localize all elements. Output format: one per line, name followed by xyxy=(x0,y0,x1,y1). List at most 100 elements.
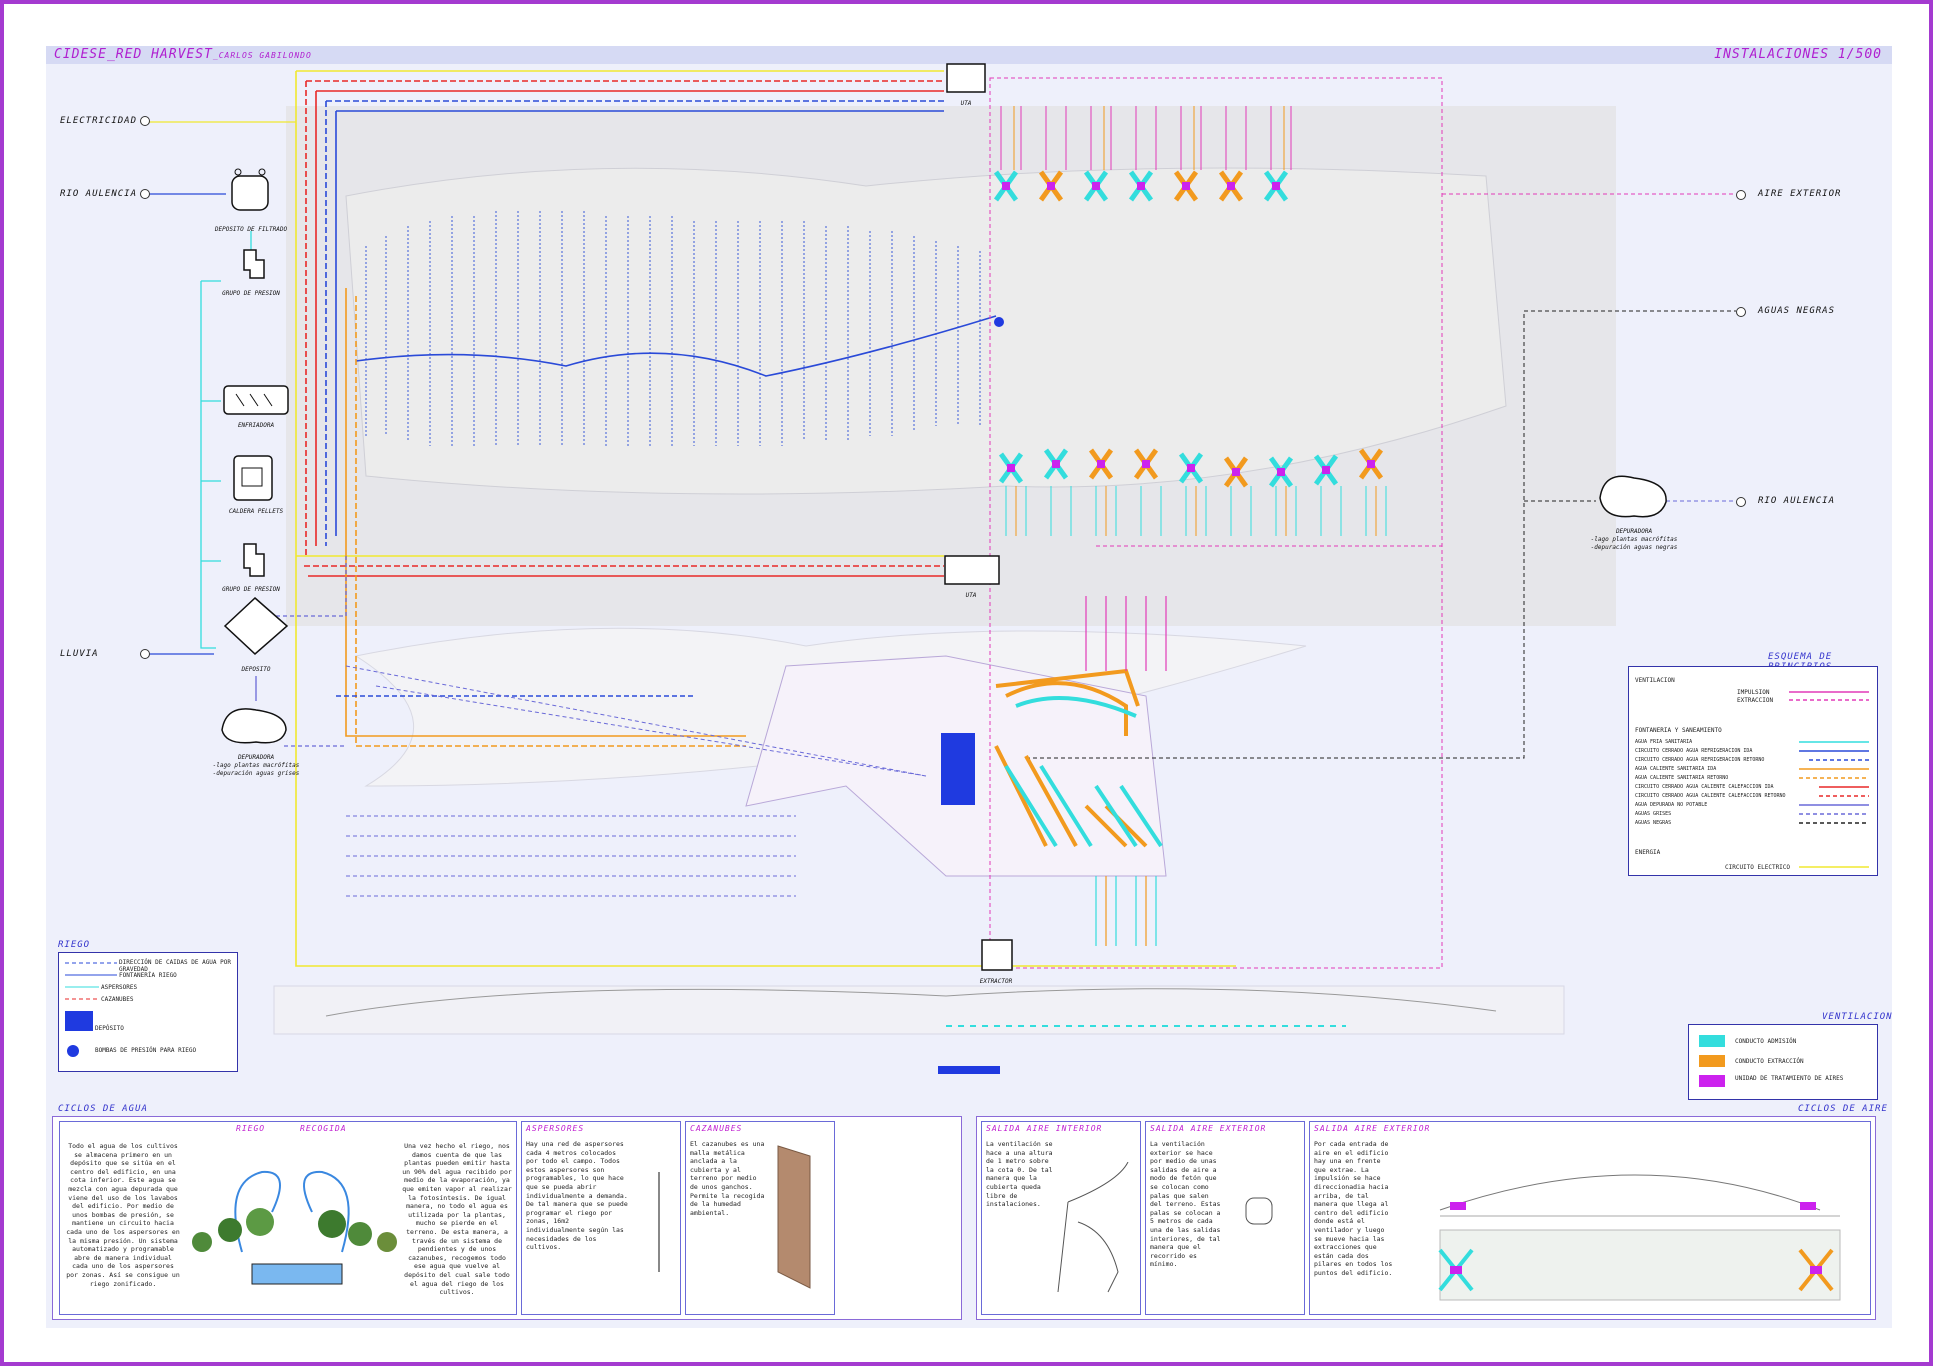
header-bar: CIDESE_RED HARVEST_CARLOS GABILONDO INST… xyxy=(46,46,1892,64)
rio-aulencia-sink-label: RIO AULENCIA xyxy=(1758,496,1836,506)
aire-exterior-text-2: Por cada entrada de aire en el edificio … xyxy=(1314,1140,1393,1277)
aire-interior-sketch xyxy=(1057,1162,1129,1293)
aire-section-sketch xyxy=(1438,1174,1841,1301)
lluvia-node xyxy=(140,649,150,659)
deposito-icon xyxy=(223,596,289,656)
riego-recogida-card: RIEGO RECOGIDA Todo el agua de los culti… xyxy=(59,1121,517,1315)
uta-top-icon xyxy=(946,63,986,93)
principios-row: AGUAS NEGRAS xyxy=(1635,820,1672,826)
enfriadora-caption: ENFRIADORA xyxy=(237,422,275,429)
section-tank xyxy=(938,1066,1000,1074)
principios-row: CIRCUITO CERRADO AGUA REFRIGERACION RETO… xyxy=(1635,757,1765,763)
cazanubes-text: El cazanubes es una malla metálica ancla… xyxy=(690,1140,765,1217)
upper-plan-shape xyxy=(345,167,1507,495)
principios-energia: ENERGIA xyxy=(1635,849,1661,856)
aspersores-text: Hay una red de aspersores cada 4 metros … xyxy=(526,1140,628,1252)
ventilation-risers-upper xyxy=(1000,106,1292,170)
riego-text: Todo el agua de los cultivos se almacena… xyxy=(66,1142,180,1288)
riego-r3: ASPERSORES xyxy=(101,984,138,991)
presion-caption-1: GRUPO DE PRESION xyxy=(222,290,280,297)
riego-illustration xyxy=(192,1170,397,1285)
principios-swatches xyxy=(1789,691,1869,868)
principios-row: AGUA CALIENTE SANITARIA RETORNO xyxy=(1635,775,1729,781)
depuradora-negras-line-2: -lago plantas macrófitas xyxy=(1590,536,1678,543)
riego-r5: DEPÓSITO xyxy=(95,1025,124,1032)
ciclos-aire-title: CICLOS DE AIRE xyxy=(1798,1104,1888,1114)
section-strip xyxy=(273,985,1565,1035)
principios-row: AGUA CALIENTE SANITARIA IDA xyxy=(1635,766,1717,772)
ventilation-nodes-upper xyxy=(993,170,1289,202)
riego-pump xyxy=(994,317,1004,327)
aire-interior-text: La ventilación se hace a una altura de 1… xyxy=(986,1140,1053,1209)
ventilacion-v2: CONDUCTO EXTRACCIÓN xyxy=(1735,1058,1804,1065)
riego-swatches xyxy=(65,962,117,1057)
electricidad-label: ELECTRICIDAD xyxy=(60,116,138,126)
sheet-title: INSTALACIONES 1/500 xyxy=(1714,47,1882,62)
depuradora-negras-icon xyxy=(1599,475,1667,518)
lluvia-label: LLUVIA xyxy=(60,649,99,659)
sprinkler-grid xyxy=(365,211,981,446)
depuradora-negras-caption: DEPURADORA-lago plantas macrófitas-depur… xyxy=(1584,528,1684,552)
rio-sink-node xyxy=(1736,497,1746,507)
ventilacion-swatches xyxy=(1699,1035,1725,1087)
principios-extraccion: EXTRACCION xyxy=(1737,697,1774,704)
central-tank xyxy=(941,733,975,805)
principios-ventilacion: VENTILACION xyxy=(1635,677,1675,684)
rio-source-node xyxy=(140,189,150,199)
riego-title: RIEGO xyxy=(58,940,91,950)
ventilation-risers-lower xyxy=(1005,486,1387,536)
aire-exterior-label: AIRE EXTERIOR xyxy=(1758,189,1842,199)
principios-row: CIRCUITO CERRADO AGUA REFRIGERACION IDA xyxy=(1635,748,1753,754)
aspersor-icon xyxy=(658,1172,660,1272)
aspersores-card: ASPERSORES Hay una red de aspersores cad… xyxy=(521,1121,681,1315)
caldera-caption: CALDERA PELLETS xyxy=(228,508,284,515)
uta-top-caption: UTA xyxy=(960,100,972,107)
depuradora-grises-line-3: -depuración aguas grises xyxy=(212,770,300,777)
cazanubes-title: CAZANUBES xyxy=(690,1124,743,1133)
ventilation-nodes-lower xyxy=(998,448,1384,488)
aire-exterior-title-2: SALIDA AIRE EXTERIOR xyxy=(1314,1124,1431,1133)
principios-row: AGUA FRIA SANITARIA xyxy=(1635,739,1693,745)
principios-row: CIRCUITO CERRADO AGUA CALIENTE CALEFACCI… xyxy=(1635,784,1774,790)
presion-pump-icon-1 xyxy=(243,249,265,279)
ventilacion-title: VENTILACION xyxy=(1822,1012,1893,1022)
aire-exterior-text-1: La ventilación exterior se hace por medi… xyxy=(1150,1140,1221,1269)
aire-exterior-card-2: SALIDA AIRE EXTERIOR Por cada entrada de… xyxy=(1309,1121,1871,1315)
ciclos-agua-panel: RIEGO RECOGIDA Todo el agua de los culti… xyxy=(52,1116,962,1320)
depuradora-grises-line-2: -lago plantas macrófitas xyxy=(212,762,300,769)
section-profile xyxy=(325,988,1497,1017)
riego-r1: DIRECCIÓN DE CAIDAS DE AGUA POR GRAVEDAD xyxy=(119,959,231,973)
recogida-card-title: RECOGIDA xyxy=(300,1124,347,1133)
principios-impulsion: IMPULSION xyxy=(1737,689,1770,696)
sheet-inner: CIDESE_RED HARVEST_CARLOS GABILONDO INST… xyxy=(46,46,1892,1328)
depuradora-grises-caption: DEPURADORA-lago plantas macrófitas-depur… xyxy=(206,754,306,778)
riego-r6: BOMBAS DE PRESIÓN PARA RIEGO xyxy=(95,1047,197,1054)
aguas-negras-node xyxy=(1736,307,1746,317)
filtrado-caption: DEPOSITO DE FILTRADO xyxy=(214,226,288,233)
principios-row: AGUAS GRISES xyxy=(1635,811,1672,817)
enfriadora-icon xyxy=(223,385,289,415)
riego-main-pipe xyxy=(355,315,997,377)
extraction-frame xyxy=(989,77,1443,969)
principios-row: AGUA DEPURADA NO POTABLE xyxy=(1635,802,1708,808)
uta-mid-caption: UTA xyxy=(965,592,977,599)
lower-risers xyxy=(1085,596,1167,946)
uta-mid-icon xyxy=(944,555,1000,585)
depuradora-grises-line-1: DEPURADORA xyxy=(237,754,275,761)
aspersores-title: ASPERSORES xyxy=(526,1124,585,1133)
cazanubes-card: CAZANUBES El cazanubes es una malla metá… xyxy=(685,1121,835,1315)
aire-exterior-title-1: SALIDA AIRE EXTERIOR xyxy=(1150,1124,1267,1133)
ventilacion-v3: UNIDAD DE TRATAMIENTO DE AIRES xyxy=(1735,1075,1844,1082)
rio-aulencia-source-label: RIO AULENCIA xyxy=(60,189,138,199)
aguas-negras-label: AGUAS NEGRAS xyxy=(1758,306,1836,316)
filtrado-tank-icon xyxy=(231,168,269,211)
supply-lines xyxy=(295,70,1236,967)
aire-interior-title: SALIDA AIRE INTERIOR xyxy=(986,1124,1103,1133)
principios-circuito: CIRCUITO ELECTRICO xyxy=(1725,864,1791,871)
project-name: CIDESE_RED HARVEST xyxy=(54,47,213,62)
deposito-caption: DEPOSITO xyxy=(241,666,271,673)
riego-card-title: RIEGO xyxy=(236,1124,266,1133)
extractor-caption: EXTRACTOR xyxy=(979,978,1013,985)
ciclos-aire-panel: SALIDA AIRE INTERIOR La ventilación se h… xyxy=(976,1116,1876,1320)
